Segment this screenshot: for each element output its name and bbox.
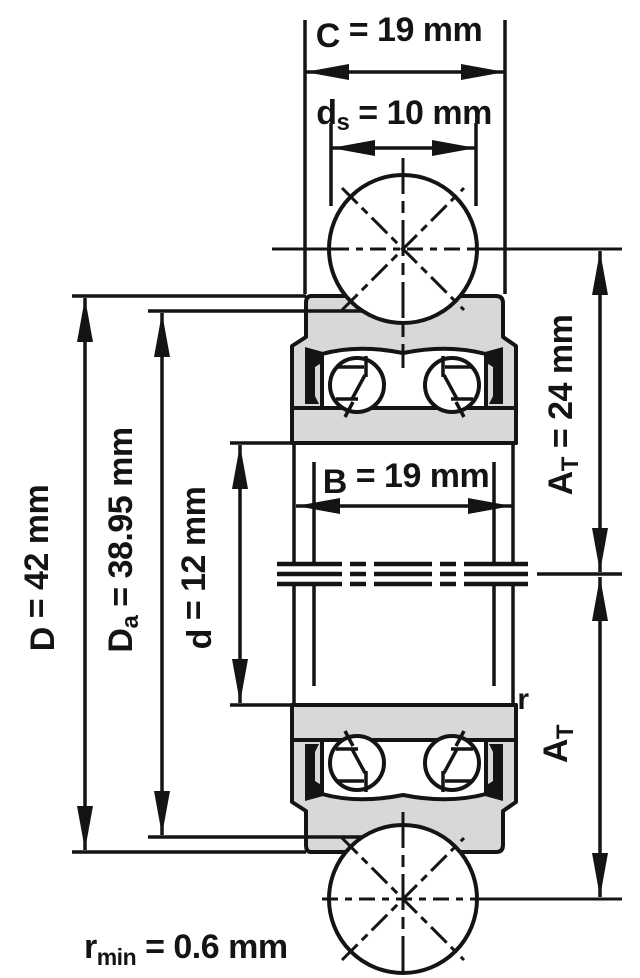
dim-label-C: C = 19 mm (316, 11, 483, 55)
dim-label-D: D = 42 mm (18, 485, 62, 652)
dim-label-B: B = 19 mm (323, 457, 490, 501)
ball-lower-right (423, 730, 481, 792)
extension-lines (72, 20, 622, 854)
ball-lower-left (328, 730, 386, 792)
inner-ring-upper (290, 406, 518, 445)
axle-washer-lines (277, 561, 528, 587)
dim-label-Da: Da = 38.95 mm (102, 427, 144, 652)
dim-label-AT: AT = 24 mm (542, 315, 584, 496)
lower-bearing-half (290, 703, 518, 854)
dimension-lines (77, 64, 608, 897)
seal-upper-left (305, 347, 323, 404)
axle-break-dashes (350, 561, 456, 587)
dim-label-d: d = 12 mm (175, 487, 219, 650)
seal-upper-right (485, 347, 503, 404)
guide-shaft-top (272, 158, 622, 368)
dim-label-r: r (517, 683, 529, 716)
sphere-diagonal (340, 186, 466, 312)
seal-lower-left (305, 744, 323, 801)
bore-face-lines (292, 443, 515, 705)
dim-label-ds: ds = 10 mm (316, 94, 492, 136)
upper-bearing-half (290, 294, 518, 445)
seal-lower-right (485, 744, 503, 801)
dim-label-AT2: AT (537, 724, 579, 763)
ball-upper-right (423, 356, 481, 418)
dim-label-rmin: rmin = 0.6 mm (84, 928, 288, 970)
inner-ring-lower (290, 703, 518, 742)
ball-upper-left (328, 356, 386, 418)
sphere-diagonal (340, 836, 466, 962)
guide-shaft-bottom (322, 812, 622, 977)
